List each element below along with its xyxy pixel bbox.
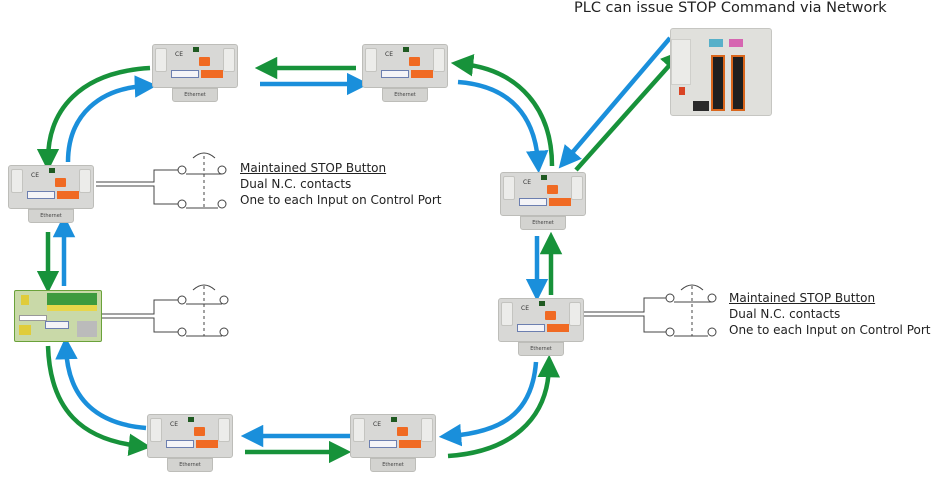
arrow-blue	[457, 79, 549, 174]
arrow-green	[447, 354, 561, 459]
arrow-green	[574, 49, 684, 172]
ethernet-node-top-right: CE Ethernet	[362, 44, 448, 104]
stop-switch-contacts-icon	[96, 152, 227, 209]
din-rail-controller-icon	[14, 290, 102, 342]
arrow-green	[36, 65, 151, 172]
arrow-blue	[55, 336, 147, 431]
stop-button-label-left: Maintained STOP Button Dual N.C. contact…	[240, 160, 442, 208]
ethernet-node-right-lower: CE Ethernet	[498, 298, 584, 358]
plc-caption: PLC can issue STOP Command via Network	[574, 0, 887, 16]
stop-button-contacts: Dual N.C. contacts	[240, 177, 352, 191]
ethernet-node-bottom-left: CE Ethernet	[147, 414, 233, 474]
stop-button-title: Maintained STOP Button	[240, 161, 387, 175]
ethernet-node-right-upper: CE Ethernet	[500, 172, 586, 232]
arrow-green	[45, 345, 152, 457]
arrow-blue	[65, 75, 158, 163]
stop-switch-contacts-icon	[100, 284, 229, 337]
arrow-green	[450, 53, 555, 167]
plc-controller-icon	[670, 28, 772, 116]
stop-button-wiring: One to each Input on Control Port	[240, 193, 442, 207]
stop-switch-contacts-icon	[584, 284, 717, 337]
ethernet-node-top-left: CE Ethernet	[152, 44, 238, 104]
stop-button-wiring: One to each Input on Control Port	[729, 323, 931, 337]
stop-button-label-right: Maintained STOP Button Dual N.C. contact…	[729, 290, 931, 338]
arrow-blue	[438, 361, 539, 447]
arrow-blue	[558, 36, 672, 169]
ethernet-node-bottom-right: CE Ethernet	[350, 414, 436, 474]
ethernet-node-left-mid: CE Ethernet	[8, 165, 94, 225]
stop-button-contacts: Dual N.C. contacts	[729, 307, 841, 321]
stop-button-title: Maintained STOP Button	[729, 291, 876, 305]
